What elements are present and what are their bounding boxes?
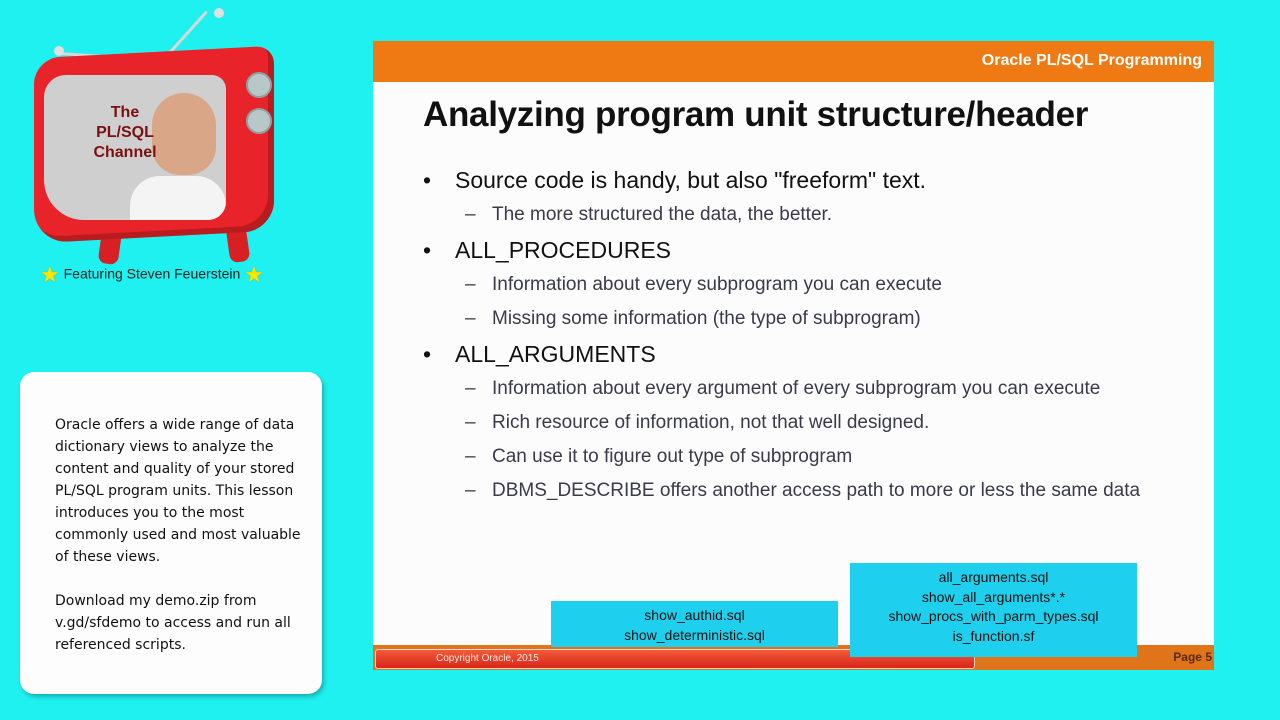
sub-bullet-item: –Missing some information (the type of s… (423, 305, 1203, 333)
featuring-caption: ★ Featuring Steven Feuerstein ★ (40, 262, 264, 288)
sub-bullet-text: Information about every argument of ever… (492, 378, 1101, 399)
tv-knob-top (246, 72, 272, 98)
slide-title: Analyzing program unit structure/header (423, 95, 1089, 134)
channel-name-line-3: Channel (93, 144, 157, 161)
dash-icon: – (465, 378, 476, 399)
sub-bullet-item: –Information about every subprogram you … (423, 271, 1203, 299)
bullet-item: Source code is handy, but also "freeform… (423, 165, 1203, 195)
course-title: Oracle PL/SQL Programming (981, 52, 1202, 69)
dash-icon: – (465, 412, 476, 433)
antenna-tip-left (54, 46, 64, 56)
copyright-bar: Copyright Oracle, 2015 (375, 649, 975, 669)
bullet-item: ALL_ARGUMENTS (423, 339, 1203, 369)
channel-logo: The PL/SQL Channel ★ Featuring Steven Fe… (0, 0, 320, 300)
tv-knob-bottom (246, 108, 272, 134)
star-icon: ★ (244, 262, 264, 287)
sub-bullet-text: DBMS_DESCRIBE offers another access path… (492, 480, 1141, 501)
lesson-description: Oracle offers a wide range of data dicti… (55, 414, 305, 678)
sub-bullet-item: –The more structured the data, the bette… (423, 201, 1203, 229)
copyright-text: Copyright Oracle, 2015 (436, 653, 539, 664)
script-file-name: show_deterministic.sql (624, 626, 765, 643)
presenter-photo (152, 93, 216, 175)
script-file-name: show_authid.sql (644, 607, 745, 623)
dash-icon: – (465, 308, 476, 329)
tv-screen: The PL/SQL Channel (44, 75, 226, 220)
channel-name: The PL/SQL Channel (70, 103, 180, 163)
star-icon: ★ (40, 262, 60, 287)
featuring-text: Featuring Steven Feuerstein (63, 265, 241, 282)
bullet-item: ALL_PROCEDURES (423, 235, 1203, 265)
lesson-description-card: Oracle offers a wide range of data dicti… (20, 372, 322, 694)
script-files-box-1: show_authid.sql show_deterministic.sql (551, 601, 838, 647)
sub-bullet-item: –Rich resource of information, not that … (423, 409, 1203, 437)
page-number: Page 5 (1173, 650, 1212, 664)
description-paragraph: Oracle offers a wide range of data dicti… (55, 417, 301, 565)
sub-bullet-item: –Information about every argument of eve… (423, 375, 1203, 403)
script-file-name: show_procs_with_parm_types.sql (888, 608, 1099, 624)
sub-bullet-text: Missing some information (the type of su… (492, 308, 921, 329)
script-file-name: show_all_arguments*.* (921, 588, 1066, 605)
sub-bullet-item: –Can use it to figure out type of subpro… (423, 443, 1203, 471)
script-files-box-2: all_arguments.sql show_all_arguments*.* … (850, 563, 1137, 657)
antenna-tip-right (214, 8, 224, 18)
dash-icon: – (465, 204, 476, 225)
sub-bullet-text: Rich resource of information, not that w… (492, 412, 930, 433)
dash-icon: – (465, 274, 476, 295)
script-file-name: all_arguments.sql (938, 569, 1049, 585)
slide-header-bar: Oracle PL/SQL Programming (373, 41, 1214, 82)
presentation-slide: Oracle PL/SQL Programming Analyzing prog… (373, 41, 1214, 670)
dash-icon: – (465, 480, 476, 501)
channel-name-line-2: PL/SQL (96, 124, 154, 141)
sub-bullet-text: Can use it to figure out type of subprog… (492, 446, 853, 467)
channel-name-line-1: The (110, 104, 140, 121)
sub-bullet-text: The more structured the data, the better… (492, 204, 833, 225)
script-file-name: is_function.sf (952, 627, 1035, 644)
sub-bullet-text: Information about every subprogram you c… (492, 274, 942, 295)
dash-icon: – (465, 446, 476, 467)
presenter-shirt (130, 176, 226, 220)
download-paragraph: Download my demo.zip from v.gd/sfdemo to… (55, 593, 291, 653)
slide-bullets: Source code is handy, but also "freeform… (423, 159, 1203, 505)
sub-bullet-item: –DBMS_DESCRIBE offers another access pat… (423, 477, 1203, 505)
